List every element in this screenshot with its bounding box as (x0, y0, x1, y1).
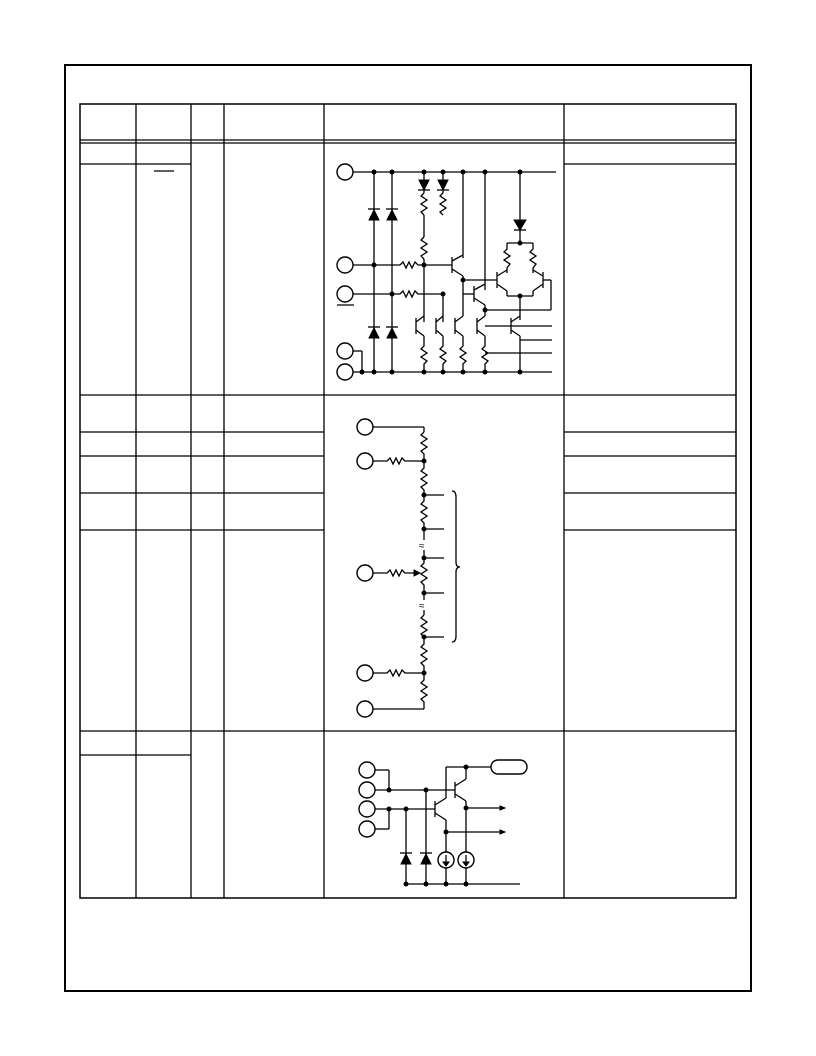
pin-input-a (336, 256, 354, 274)
pin-output-d (358, 820, 376, 838)
pin-input-b (336, 285, 354, 303)
pin-ground-b (336, 363, 354, 381)
pin-output-c (358, 800, 376, 818)
pin-ref-mid (356, 564, 374, 582)
svg-text:≈: ≈ (419, 541, 425, 552)
pin-ref-bottom (356, 664, 374, 682)
input-stage-schematic (336, 163, 556, 381)
pin-supply (336, 163, 354, 181)
table-grid (79, 103, 737, 899)
pin-output-b (358, 781, 376, 799)
pin-ref-top (356, 452, 374, 470)
pin-ground-a (336, 342, 354, 360)
svg-text:≈: ≈ (419, 601, 425, 612)
pin-output-a (358, 761, 376, 779)
page-frame (64, 64, 752, 992)
resistor-ladder-schematic: ≈ ≈ (356, 418, 461, 718)
pin-ref-low (356, 700, 374, 718)
output-terminal (490, 759, 528, 775)
output-stage-schematic (358, 759, 528, 887)
pin-ref-high (356, 418, 374, 436)
